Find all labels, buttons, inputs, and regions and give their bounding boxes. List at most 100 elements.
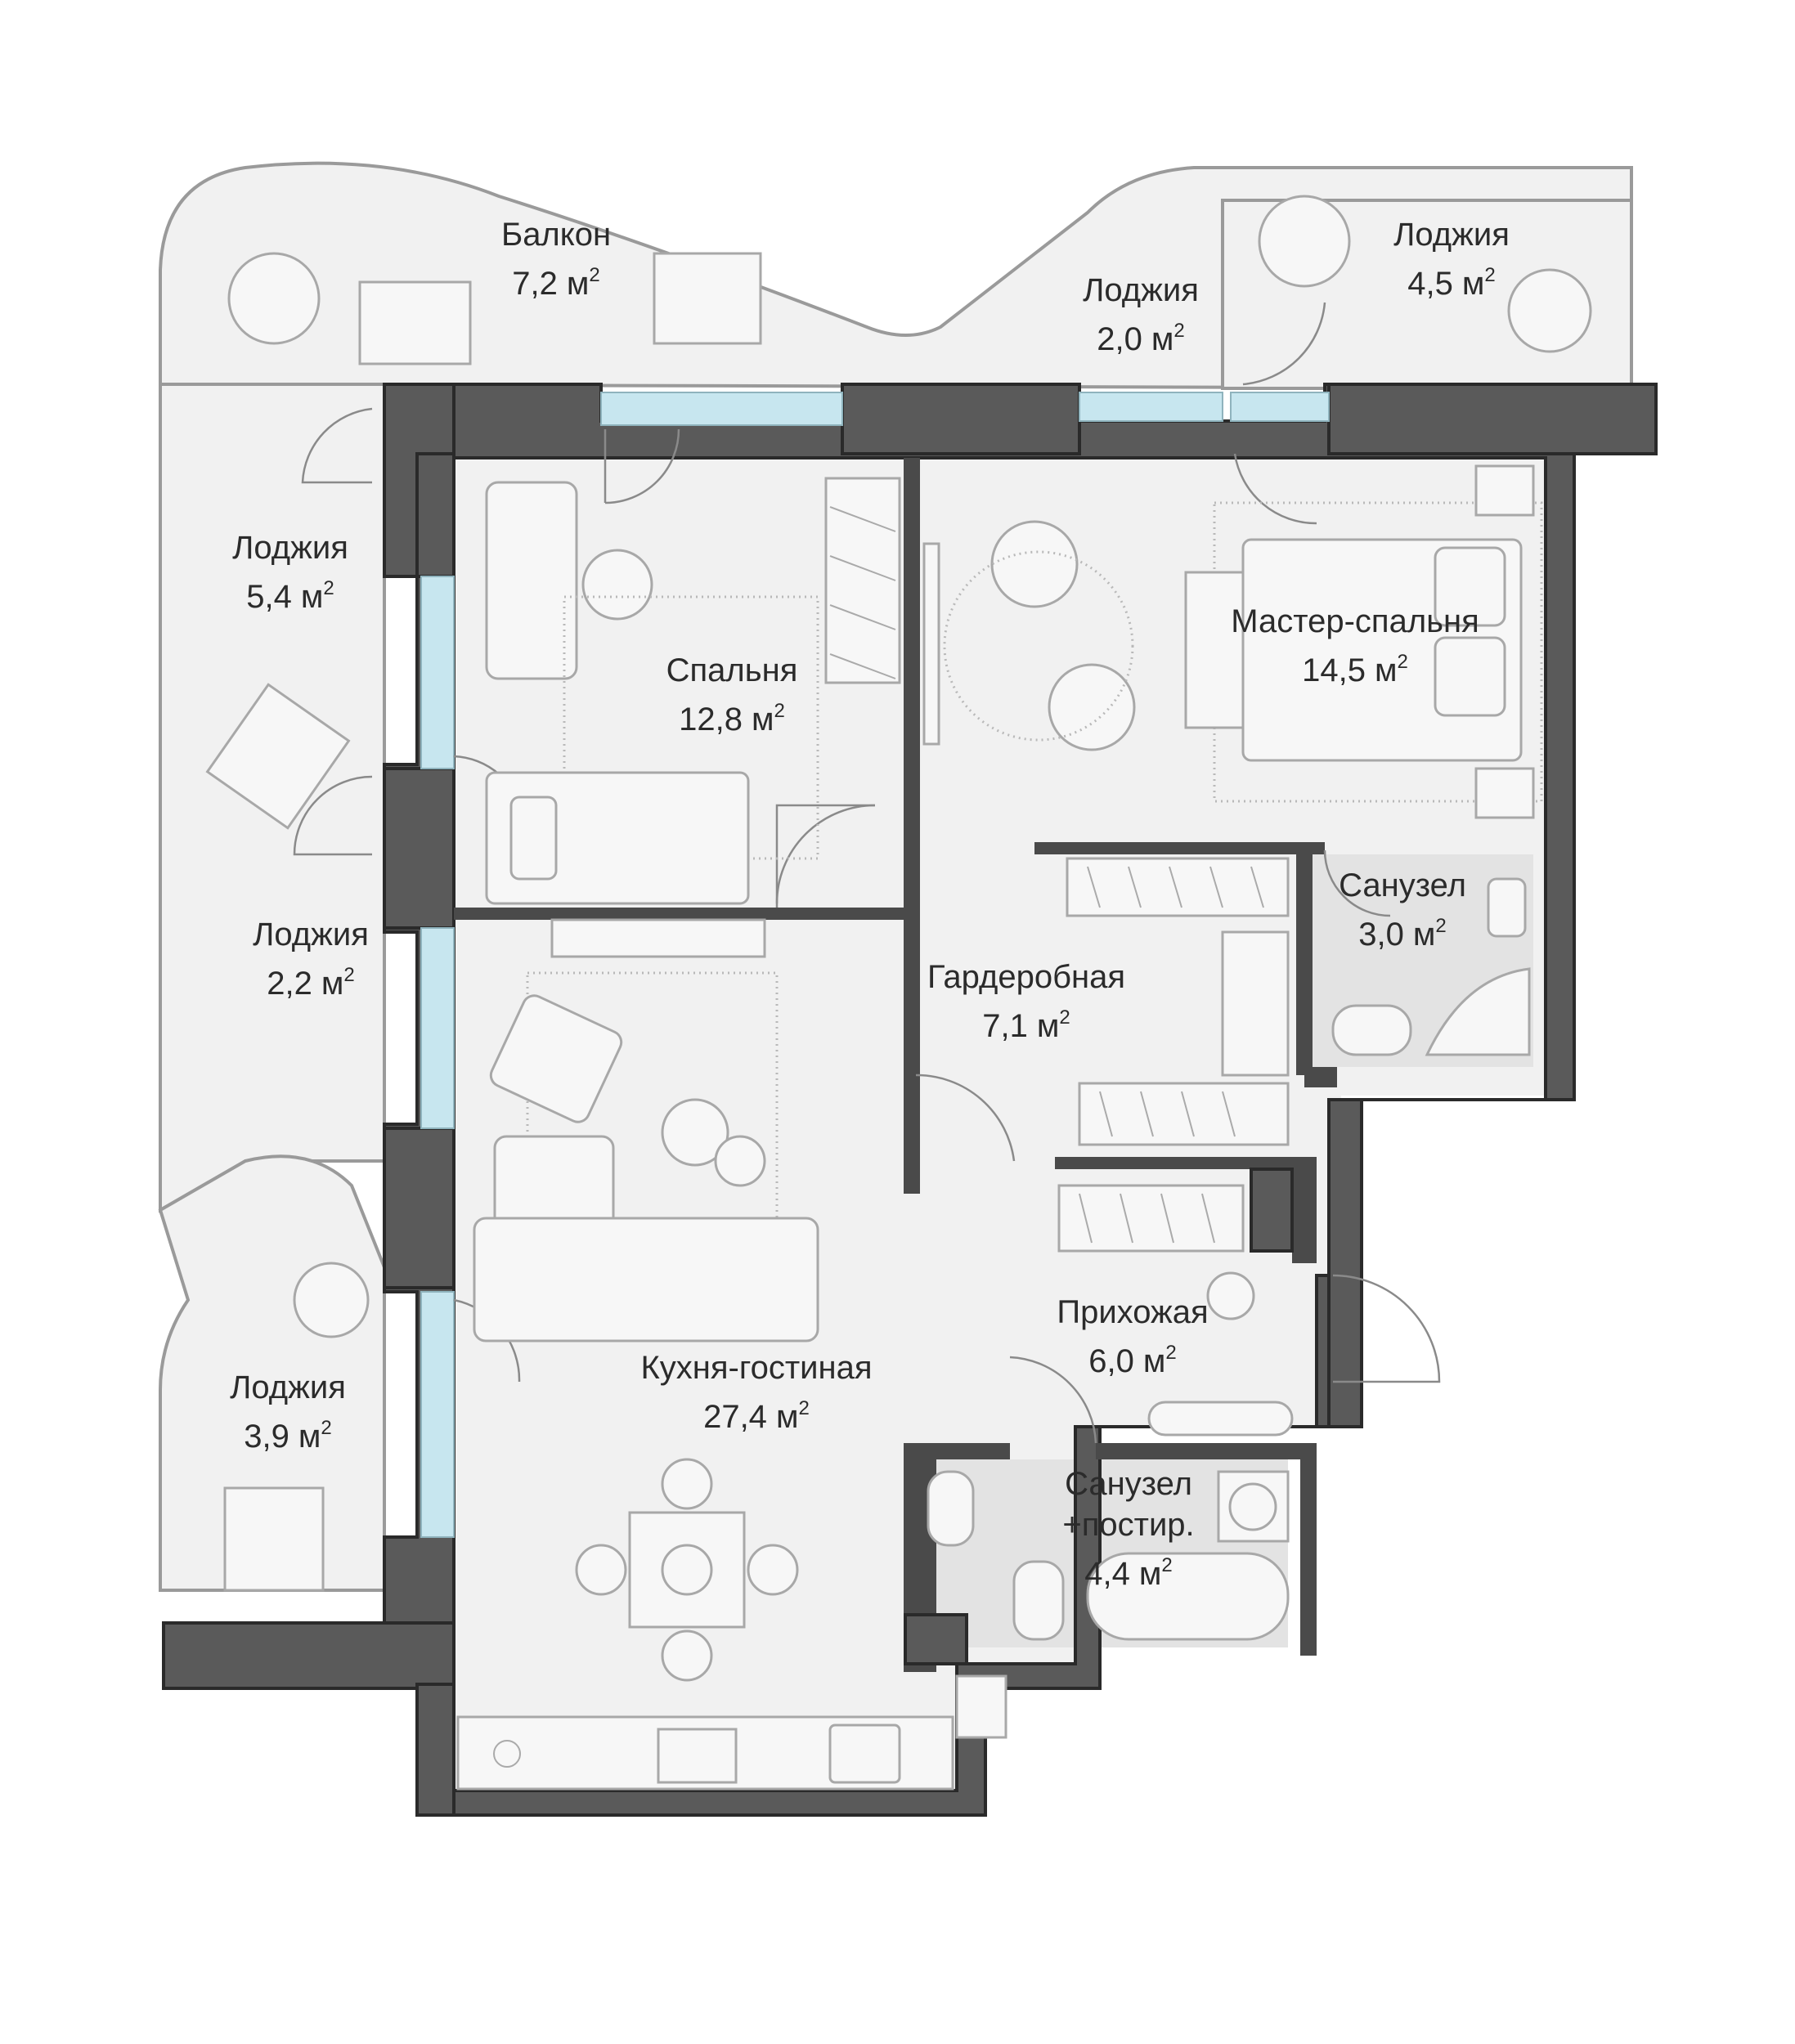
door-arc xyxy=(1242,302,1326,386)
room-label-hallway: Прихожая 6,0 м2 xyxy=(1057,1292,1208,1382)
room-name-line2: +постир. xyxy=(1062,1507,1195,1543)
armchair xyxy=(1048,663,1136,751)
window xyxy=(420,927,455,1129)
room-name: Прихожая xyxy=(1057,1294,1209,1330)
room-name: Лоджия xyxy=(232,530,348,566)
round-table xyxy=(1258,195,1351,288)
unit-superscript: 2 xyxy=(1161,1554,1173,1576)
unit-superscript: 2 xyxy=(321,1417,332,1439)
unit-superscript: 2 xyxy=(1059,1006,1070,1029)
sink-laundry xyxy=(927,1470,975,1547)
plant xyxy=(227,252,321,345)
toilet-small xyxy=(1487,877,1527,938)
room-label-wardrobe: Гардеробная 7,1 м2 xyxy=(927,957,1125,1047)
unit-superscript: 2 xyxy=(1173,320,1185,342)
unit-superscript: 2 xyxy=(343,964,355,986)
interior-wall xyxy=(1034,842,1325,854)
door-arc xyxy=(1323,849,1391,917)
interior-wall xyxy=(936,1443,1010,1459)
interior-wall xyxy=(904,458,920,1194)
shaft xyxy=(1250,1168,1294,1253)
armchair xyxy=(990,520,1079,608)
room-area: 4,4 м xyxy=(1084,1556,1162,1592)
armchair-living xyxy=(489,994,623,1123)
door-arc xyxy=(293,775,373,856)
window xyxy=(1230,392,1330,422)
room-area: 2,0 м xyxy=(1097,321,1174,357)
door-arc xyxy=(775,804,875,908)
plant xyxy=(1507,268,1592,353)
wall-block xyxy=(162,1621,455,1690)
room-label-bedroom: Спальня 12,8 м2 xyxy=(666,650,798,740)
room-label-loggia-left-mid: Лоджия 2,2 м2 xyxy=(253,914,369,1004)
room-area: 12,8 м xyxy=(679,702,774,737)
room-area: 7,1 м xyxy=(982,1008,1060,1044)
room-name: Балкон xyxy=(500,217,612,253)
wall-block xyxy=(383,767,455,930)
unit-superscript: 2 xyxy=(1165,1342,1177,1364)
room-label-master-bedroom: Мастер-спальня 14,5 м2 xyxy=(1231,601,1479,691)
room-name: Лоджия xyxy=(230,1369,346,1405)
bench-hall xyxy=(1147,1401,1294,1437)
round-rug xyxy=(943,550,1134,742)
interior-wall xyxy=(1096,1443,1300,1459)
interior-wall xyxy=(454,908,912,920)
room-area: 2,2 м xyxy=(267,966,344,1002)
kitchen-sink xyxy=(828,1724,901,1784)
room-label-bathroom-small: Санузел 3,0 м2 xyxy=(1339,865,1466,955)
nightstand xyxy=(1474,464,1535,517)
bathtub xyxy=(1086,1552,1290,1641)
shelf xyxy=(1078,1082,1290,1146)
deck-chair xyxy=(653,252,762,345)
wall-block xyxy=(415,452,455,578)
dining-chair xyxy=(661,1629,713,1682)
unit-superscript: 2 xyxy=(589,264,600,286)
room-area: 3,0 м xyxy=(1358,917,1436,953)
wardrobe-hangers xyxy=(829,506,896,679)
wall-block xyxy=(841,383,1081,455)
room-label-kitchen-living: Кухня-гостиная 27,4 м2 xyxy=(641,1347,873,1437)
unit-superscript: 2 xyxy=(1484,264,1496,286)
wardrobe-bedroom xyxy=(824,477,901,684)
dining-chair xyxy=(575,1544,627,1596)
room-name: Лоджия xyxy=(253,917,369,953)
room-name: Кухня-гостиная xyxy=(640,1350,873,1386)
interior-wall xyxy=(1304,1067,1337,1087)
unit-superscript: 2 xyxy=(1397,651,1408,673)
unit-superscript: 2 xyxy=(774,700,785,722)
door-arc xyxy=(915,1074,1016,1162)
unit-superscript: 2 xyxy=(798,1397,810,1419)
dining-plate xyxy=(661,1544,713,1596)
window xyxy=(420,576,455,769)
room-label-loggia-top-mid: Лоджия 2,0 м2 xyxy=(1083,270,1199,360)
interior-wall xyxy=(1296,842,1313,1075)
room-area: 27,4 м xyxy=(703,1399,799,1435)
rug xyxy=(1213,501,1543,803)
deck-chair xyxy=(205,683,351,830)
interior-wall xyxy=(1292,1157,1317,1263)
desk xyxy=(485,481,578,680)
unit-superscript: 2 xyxy=(323,577,334,599)
window xyxy=(1079,392,1223,422)
room-name: Спальня xyxy=(666,652,798,688)
deck-chair xyxy=(223,1486,325,1592)
room-area: 4,5 м xyxy=(1407,266,1485,302)
bench xyxy=(1184,571,1245,729)
door-arc xyxy=(1009,1356,1097,1444)
tv-panel xyxy=(922,542,940,746)
deck-chair xyxy=(358,280,472,365)
window xyxy=(600,392,843,426)
interior-wall xyxy=(1055,1157,1292,1169)
dining-chair xyxy=(661,1458,713,1510)
coffee-table xyxy=(714,1135,766,1187)
door-arc xyxy=(1233,453,1317,525)
room-label-loggia-top-right: Лоджия 4,5 м2 xyxy=(1393,214,1510,304)
nightstand xyxy=(1474,767,1535,819)
shelf xyxy=(1057,1184,1245,1253)
shelf-hangers xyxy=(1079,866,1264,1244)
door-arc xyxy=(775,804,876,904)
room-label-loggia-left-bottom: Лоджия 3,9 м2 xyxy=(230,1367,346,1457)
tv-stand xyxy=(550,918,766,958)
room-area: 14,5 м xyxy=(1302,652,1398,688)
